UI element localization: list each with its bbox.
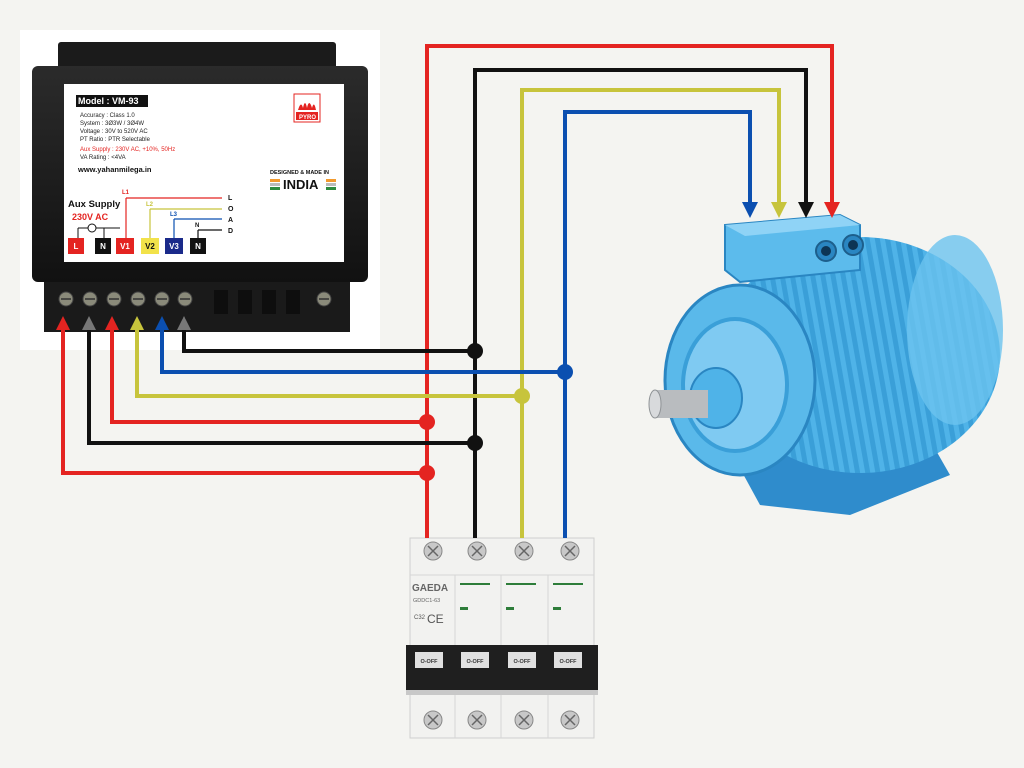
wire-blue-mcb-to-motor bbox=[563, 110, 752, 538]
arrow-blue-v3 bbox=[155, 316, 169, 330]
pyro-logo: PYRO bbox=[293, 93, 321, 123]
terminal-label-n: N bbox=[100, 242, 106, 251]
wire-yellow-v2-tap bbox=[135, 330, 522, 398]
junction-red-2 bbox=[419, 465, 435, 481]
mcb-handle-2 bbox=[461, 652, 489, 668]
arrow-blue-motor bbox=[742, 202, 758, 218]
mcb-handle-3 bbox=[508, 652, 536, 668]
motor-arrows bbox=[742, 202, 840, 218]
meter-screws bbox=[58, 291, 332, 307]
meter-voltage: Voltage : 30V to 520V AC bbox=[80, 129, 148, 135]
wires bbox=[61, 44, 834, 538]
wire-red-mcb-to-motor bbox=[425, 44, 834, 538]
arrow-black-motor bbox=[798, 202, 814, 218]
load-letter-a: A bbox=[228, 217, 233, 224]
phase-label-l3: L3 bbox=[170, 212, 178, 218]
wire-blue-v3-tap bbox=[160, 330, 565, 374]
mcb-brand: GAEDA bbox=[412, 583, 448, 594]
meter-aux-supply-spec: Aux Supply : 230V AC, +10%, 50Hz bbox=[80, 147, 175, 153]
junction-black-2 bbox=[467, 435, 483, 451]
motor-shaft bbox=[655, 390, 708, 418]
arrow-grey-n bbox=[82, 316, 96, 330]
meter-va-rating: VA Rating : <4VA bbox=[80, 155, 126, 161]
phase-label-l2: L2 bbox=[146, 202, 154, 208]
meter-system: System : 3Ø3W / 3Ø4W bbox=[80, 121, 144, 127]
phase-label-n: N bbox=[195, 223, 199, 229]
arrow-yellow-v2 bbox=[130, 316, 144, 330]
meter-arrows bbox=[56, 316, 191, 330]
terminal-label-v3: V3 bbox=[169, 242, 179, 251]
junction-black-1 bbox=[467, 343, 483, 359]
terminal-label-v1: V1 bbox=[120, 242, 130, 251]
three-phase-motor bbox=[648, 213, 1003, 515]
mcb-ce-mark: CE bbox=[427, 612, 444, 626]
terminal-label-l: L bbox=[74, 242, 79, 251]
india-text: INDIA bbox=[283, 177, 319, 192]
mcb-top-screws bbox=[423, 541, 580, 561]
phase-label-l1: L1 bbox=[122, 190, 130, 196]
junction-yellow bbox=[514, 388, 530, 404]
mcb-rating: C32 bbox=[414, 615, 426, 621]
pyro-brand: PYRO bbox=[299, 115, 316, 121]
mcb-body bbox=[409, 537, 595, 739]
wire-black-mcb-to-motor bbox=[473, 68, 808, 538]
mcb-off-label-2: O-OFF bbox=[466, 659, 484, 665]
mcb-off-label-4: O-OFF bbox=[559, 659, 577, 665]
junction-dots bbox=[419, 343, 573, 481]
designed-made-in: DESIGNED & MADE IN bbox=[270, 170, 329, 176]
meter-website: www.yahanmilega.in bbox=[77, 165, 152, 174]
wire-red-l-tap bbox=[61, 330, 427, 475]
four-pole-mcb: GAEDA GDDC1-63 C32 CE O-OFF O-OFF O-OFF … bbox=[406, 537, 598, 739]
wire-red-v1-tap bbox=[110, 330, 427, 424]
arrow-yellow-motor bbox=[771, 202, 787, 218]
wire-yellow-mcb-to-motor bbox=[520, 88, 781, 538]
meter-schematic: L1 L2 L3 N L O A D bbox=[77, 190, 234, 240]
terminal-label-n2: N bbox=[195, 242, 201, 251]
arrow-grey-n2 bbox=[177, 316, 191, 330]
load-letter-o: O bbox=[228, 206, 234, 213]
load-letter-d: D bbox=[228, 228, 233, 235]
meter-empty-slots bbox=[214, 290, 300, 314]
aux-supply-label: Aux Supply bbox=[68, 199, 121, 210]
mcb-handle-1 bbox=[415, 652, 443, 668]
aux-supply-voltage: 230V AC bbox=[72, 212, 109, 222]
junction-red-1 bbox=[419, 414, 435, 430]
meter-accuracy: Accuracy : Class 1.0 bbox=[80, 113, 135, 119]
mcb-bottom-screws bbox=[423, 710, 580, 730]
load-letter-l: L bbox=[228, 195, 233, 202]
arrow-red-motor bbox=[824, 202, 840, 218]
meter-terminal-labels: L N V1 V2 V3 N bbox=[68, 238, 206, 254]
motor-rear-cover bbox=[907, 235, 1003, 425]
meter-top-rail bbox=[58, 42, 336, 72]
terminal-label-v2: V2 bbox=[145, 242, 155, 251]
mcb-handle-4 bbox=[554, 652, 582, 668]
mcb-model: GDDC1-63 bbox=[413, 598, 440, 604]
mcb-off-label-1: O-OFF bbox=[420, 659, 438, 665]
energy-meter: Model : VM-93 Accuracy : Class 1.0 Syste… bbox=[20, 30, 380, 350]
junction-blue bbox=[557, 364, 573, 380]
motor-terminal-box-lid bbox=[725, 215, 860, 236]
mcb-off-label-3: O-OFF bbox=[513, 659, 531, 665]
arrow-red-l bbox=[56, 316, 70, 330]
arrow-red-v1 bbox=[105, 316, 119, 330]
meter-pt-ratio: PT Ratio : PTR Selectable bbox=[80, 137, 151, 143]
meter-model: Model : VM-93 bbox=[78, 96, 139, 106]
wire-black-n-tap bbox=[87, 330, 475, 445]
